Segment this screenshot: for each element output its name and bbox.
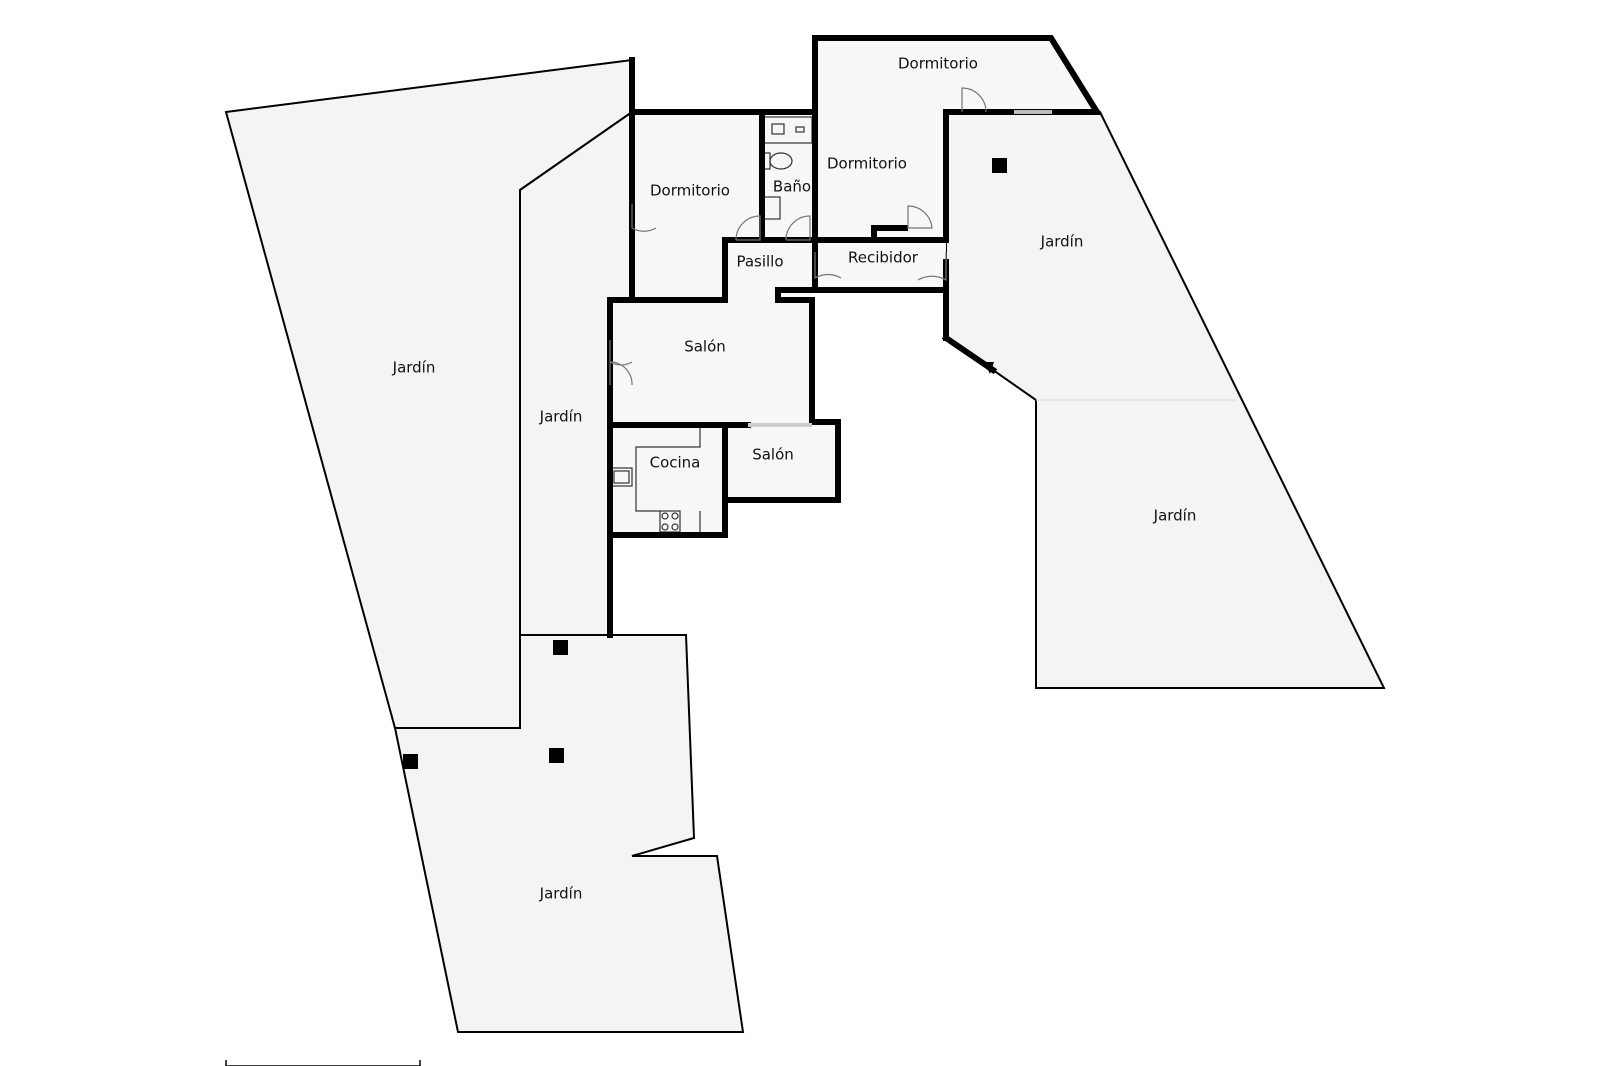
room-label-recibidor: Recibidor [848,249,919,267]
room-label-cocina: Cocina [650,454,701,472]
scale-bar [225,1060,421,1066]
room-label-dormitorio-left: Dormitorio [650,182,730,200]
room-label-salon-small: Salón [752,446,794,464]
garden-label-inner-left: Jardín [539,408,583,426]
room-label-dormitorio-right: Dormitorio [827,155,907,173]
garden-label-far-left: Jardín [392,359,436,377]
room-label-salon-main: Salón [684,338,726,356]
room-label-pasillo: Pasillo [736,253,783,271]
garden-label-bottom-left: Jardín [539,885,583,903]
room-label-bano: Baño [773,178,811,196]
garden-bottom-left [393,634,745,1033]
room-label-dormitorio-top: Dormitorio [898,55,978,73]
garden-label-right-lower: Jardín [1153,507,1197,525]
garden-label-right-upper: Jardín [1040,233,1084,251]
